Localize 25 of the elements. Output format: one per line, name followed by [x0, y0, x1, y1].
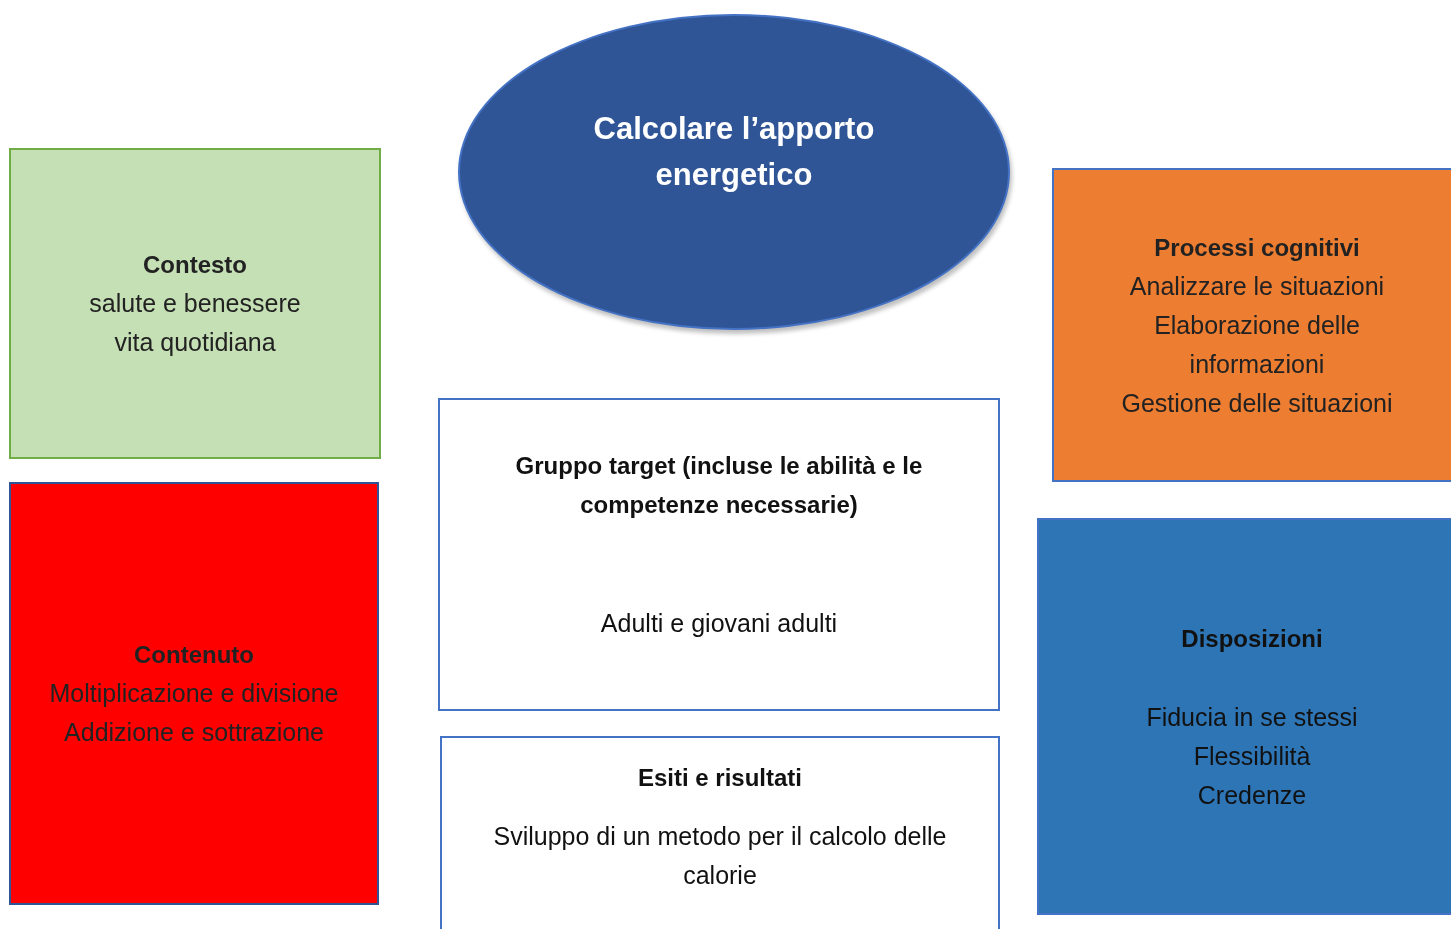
box-text: Credenze: [1197, 779, 1307, 811]
box-text: vita quotidiana: [114, 327, 276, 358]
box-text: Fiducia in se stessi: [1146, 701, 1358, 733]
target-box: [438, 398, 1000, 711]
box-heading: Esiti e risultati: [637, 763, 803, 793]
topic-title: Calcolare l’apporto energetico: [592, 110, 876, 194]
disposition-box: [1037, 518, 1451, 915]
box-text: Elaborazione delle informazioni: [1153, 309, 1361, 380]
box-text: Addizione e sottrazione: [64, 717, 324, 748]
box-text: Analizzare le situazioni: [1128, 270, 1386, 302]
box-text: Flessibilità: [1193, 740, 1311, 772]
box-text: Sviluppo di un metodo per il calcolo delle calorie: [492, 821, 948, 891]
box-heading: Contesto: [143, 250, 247, 280]
box-text: Gestione delle situazioni: [1120, 387, 1394, 419]
box-text: Adulti e giovani adulti: [600, 608, 838, 639]
content-box: [9, 482, 379, 905]
context-box: [9, 148, 381, 459]
process-box: [1052, 168, 1451, 482]
box-text: Moltiplicazione e divisione: [49, 678, 339, 709]
box-heading: Contenuto: [134, 640, 254, 670]
box-heading: Disposizioni: [1181, 623, 1323, 654]
outcome-box: [440, 736, 1000, 929]
box-text: salute e benessere: [89, 288, 301, 319]
box-heading: Gruppo target (incluse le abilità e le competenze necessarie): [514, 451, 924, 520]
box-heading: Processi cognitivi: [1154, 232, 1360, 263]
